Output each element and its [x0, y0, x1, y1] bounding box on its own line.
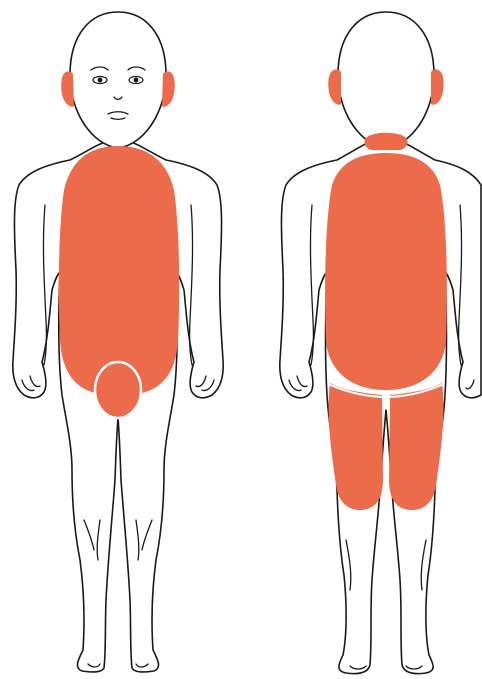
front-genital-highlight [95, 362, 141, 418]
front-head [70, 12, 166, 148]
back-right-ear-highlight [431, 69, 444, 104]
right-pupil [134, 78, 139, 83]
front-view [13, 12, 223, 672]
front-right-ear-highlight [162, 71, 175, 106]
back-neck-highlight [364, 133, 407, 150]
front-trunk-highlight [59, 146, 179, 395]
back-trunk-highlight [325, 153, 447, 390]
front-left-ear-highlight [61, 71, 74, 106]
back-left-ear-highlight [328, 69, 341, 104]
back-head [338, 12, 434, 148]
left-pupil [98, 78, 103, 83]
back-view [280, 12, 481, 674]
